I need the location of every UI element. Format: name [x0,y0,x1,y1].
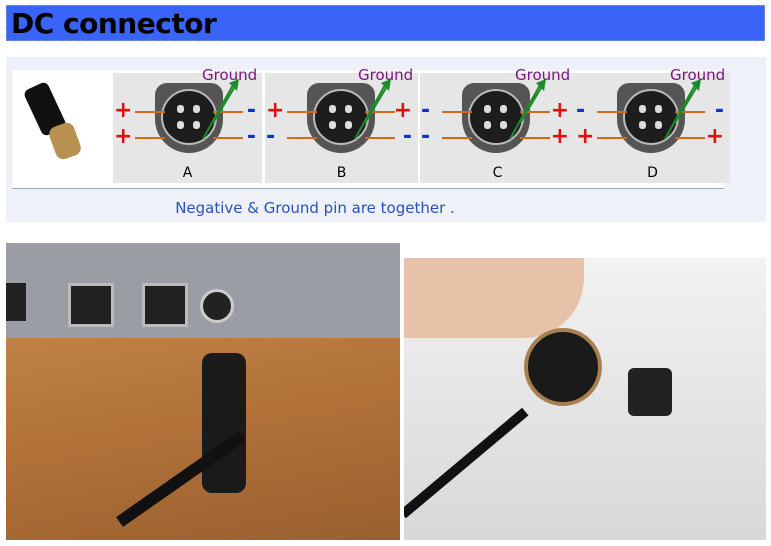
negative-sign: - [576,98,586,123]
ground-arrow-icon [354,79,391,140]
page-title: DC connector [11,7,217,40]
positive-sign: + [114,124,133,149]
positive-sign: + [550,98,569,123]
ground-label: Ground [515,66,571,84]
dc-socket [628,368,672,416]
connector-face-icon [307,83,375,153]
variant-letter: A [182,165,193,181]
ground-label: Ground [202,66,258,84]
negative-sign: - [421,98,431,123]
positive-sign: + [114,98,133,123]
dc-plug [524,328,602,406]
plug-photo-icon [22,80,88,164]
positive-sign: + [393,98,412,123]
positive-sign: + [576,124,595,149]
connector-face-icon [155,83,223,153]
plug-and-socket-photo [404,258,766,540]
ground-arrow-icon [202,79,239,140]
negative-sign: - [421,124,431,149]
negative-sign: - [714,98,724,123]
rj-port [6,283,26,321]
header-banner: DC connector [6,5,765,41]
negative-sign: - [246,98,256,123]
ground-arrow-icon [509,79,546,140]
rj-port [142,283,188,327]
ground-arrow-icon [664,79,701,140]
negative-sign: - [266,124,276,149]
connector-face-icon [462,83,530,153]
positive-sign: + [705,124,724,149]
dc-socket [200,289,234,323]
negative-sign: - [246,124,256,149]
ground-label: Ground [358,66,414,84]
pinout-diagram-d: Ground--++D [575,67,730,183]
variant-letter: B [336,165,347,181]
variant-letter: D [647,165,658,181]
dc-plug [202,353,246,493]
variant-letter: C [492,165,503,181]
caption: Negative & Ground pin are together . [175,199,455,217]
negative-sign: - [402,124,412,149]
pinout-diagram-c: Ground - + - + C [420,67,575,183]
connector-face-icon [617,83,685,153]
device-photo [6,243,400,540]
pinout-diagram-a: Ground + - + - A [113,67,262,183]
positive-sign: + [266,98,285,123]
pinout-diagram-b: Ground++--B [265,67,418,183]
rj-port [68,283,114,327]
positive-sign: + [550,124,569,149]
ground-label: Ground [670,66,726,84]
